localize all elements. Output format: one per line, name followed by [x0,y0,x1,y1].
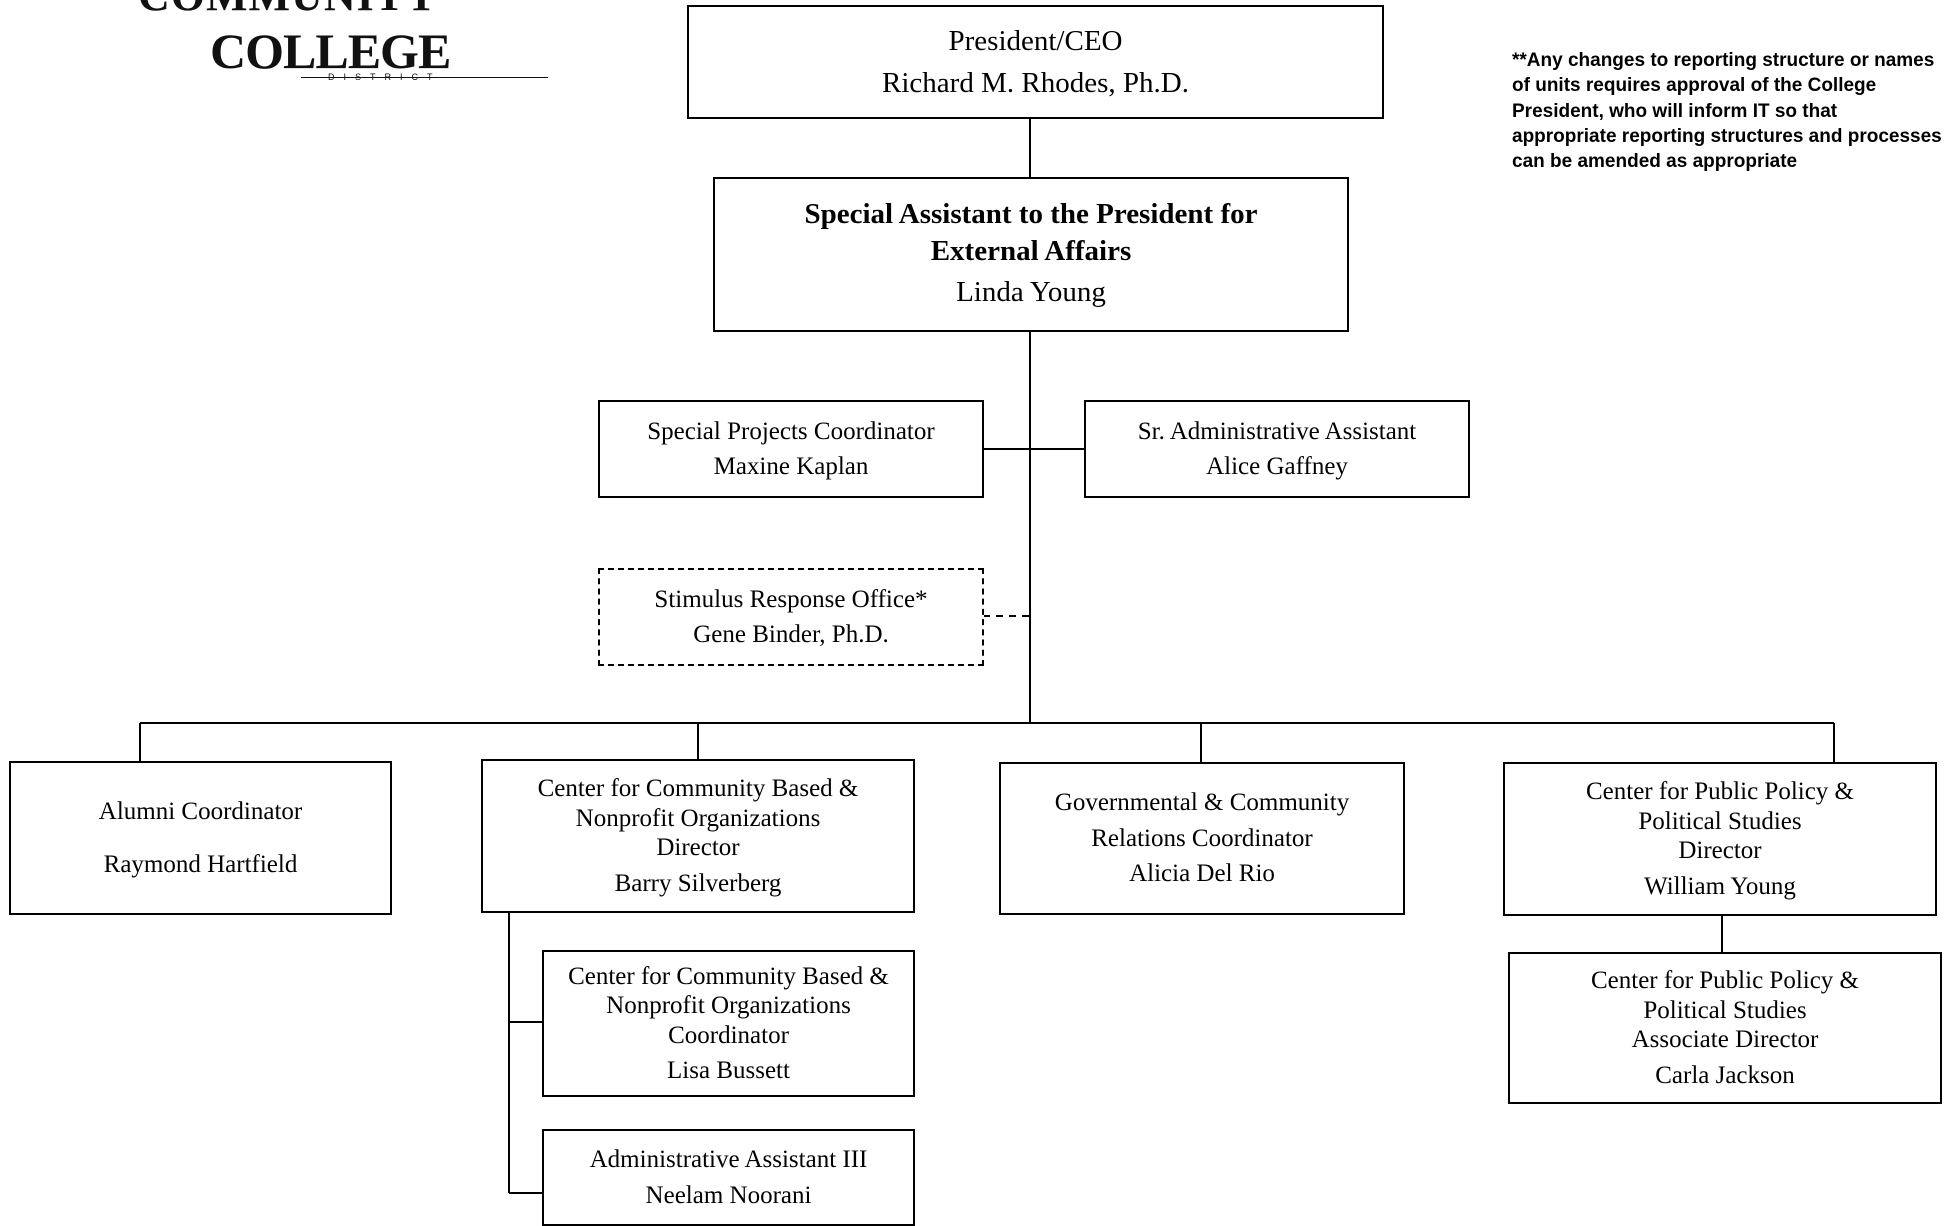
approval-note: **Any changes to reporting structure or … [1512,50,1942,173]
sr-admin-title: Sr. Administrative Assistant [1137,417,1417,445]
cpps-director-line-3: Director [1678,837,1762,864]
special-assistant-title-1: Special Assistant to the President for [804,198,1258,231]
ccbno-director-line-2: Nonprofit Organizations [575,804,821,832]
gov-relations-box: Governmental & Community Relations Coord… [999,762,1405,915]
alumni-coordinator-box: Alumni Coordinator Raymond Hartfield [9,761,392,915]
special-assistant-title-2: External Affairs [930,235,1132,268]
ccbno-coordinator-line-3: Coordinator [668,1021,789,1049]
gov-relations-line-2: Relations Coordinator [1091,824,1313,852]
stimulus-office-name: Gene Binder, Ph.D. [693,621,889,648]
college-logo: COMMUNITY COLLEGE DISTRICT [138,0,548,90]
special-projects-box: Special Projects Coordinator Maxine Kapl… [598,400,984,498]
cpps-director-box: Center for Public Policy & Political Stu… [1503,762,1937,916]
logo-line-3: DISTRICT [328,72,442,82]
cpps-assoc-director-line-3: Associate Director [1631,1026,1819,1053]
president-box: President/CEO Richard M. Rhodes, Ph.D. [687,5,1384,119]
cpps-assoc-director-box: Center for Public Policy & Political Stu… [1508,952,1942,1104]
gov-relations-name: Alicia Del Rio [1129,860,1275,888]
special-projects-name: Maxine Kaplan [713,453,869,480]
cpps-director-line-2: Political Studies [1638,807,1802,835]
sr-admin-name: Alice Gaffney [1206,453,1348,480]
admin-asst-iii-title: Administrative Assistant III [589,1146,868,1173]
alumni-coordinator-name: Raymond Hartfield [103,851,298,878]
special-projects-title: Special Projects Coordinator [647,417,935,445]
logo-line-1: COMMUNITY [138,0,438,21]
cpps-assoc-director-name: Carla Jackson [1655,1061,1795,1089]
ccbno-director-line-1: Center for Community Based & [537,775,859,802]
ccbno-coordinator-name: Lisa Bussett [667,1057,790,1084]
alumni-coordinator-title: Alumni Coordinator [98,797,303,825]
admin-asst-iii-box: Administrative Assistant III Neelam Noor… [542,1129,915,1226]
president-name: Richard M. Rhodes, Ph.D. [882,67,1189,99]
logo-line-2: COLLEGE [210,23,451,79]
cpps-director-line-1: Center for Public Policy & [1585,778,1855,805]
stimulus-office-box: Stimulus Response Office* Gene Binder, P… [598,568,984,666]
logo-rule [301,77,548,78]
president-title: President/CEO [948,24,1123,57]
ccbno-coordinator-line-1: Center for Community Based & [568,962,889,990]
sr-admin-box: Sr. Administrative Assistant Alice Gaffn… [1084,400,1470,498]
ccbno-director-box: Center for Community Based & Nonprofit O… [481,759,915,913]
cpps-director-name: William Young [1644,872,1796,900]
gov-relations-line-1: Governmental & Community [1054,789,1350,817]
cpps-assoc-director-line-2: Political Studies [1643,996,1807,1024]
ccbno-director-line-3: Director [656,834,740,861]
special-assistant-name: Linda Young [956,275,1106,308]
ccbno-coordinator-box: Center for Community Based & Nonprofit O… [542,950,915,1097]
admin-asst-iii-name: Neelam Noorani [645,1181,812,1209]
ccbno-director-name: Barry Silverberg [614,869,782,897]
cpps-assoc-director-line-1: Center for Public Policy & [1590,967,1860,994]
special-assistant-box: Special Assistant to the President for E… [713,177,1349,332]
stimulus-office-title: Stimulus Response Office* [654,585,928,613]
ccbno-coordinator-line-2: Nonprofit Organizations [606,992,851,1019]
